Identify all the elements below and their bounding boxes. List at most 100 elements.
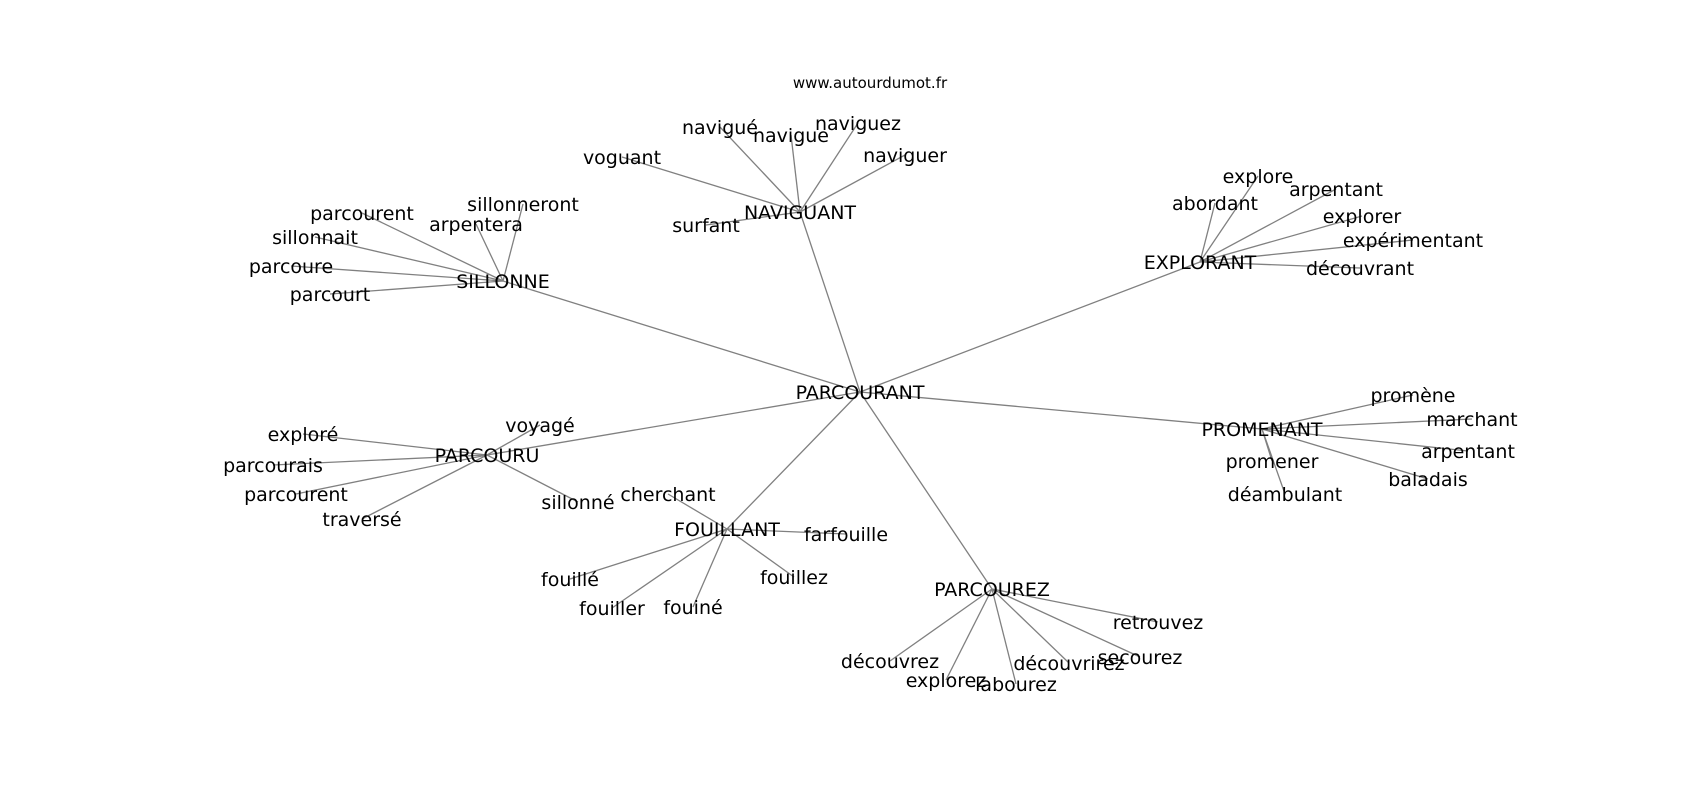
leaf-node: voguant <box>583 147 661 169</box>
leaf-node: parcourent <box>244 484 348 506</box>
center-node: PARCOURANT <box>796 382 925 404</box>
leaf-node: abordant <box>1172 193 1258 215</box>
leaf-node: retrouvez <box>1113 612 1204 634</box>
leaf-node: promène <box>1370 385 1455 407</box>
leaf-node: explorez <box>906 670 987 692</box>
graph-edges <box>272 122 1473 685</box>
edge-hub-leaf <box>692 528 728 608</box>
leaf-node: farfouille <box>804 524 888 546</box>
leaf-node: fouillé <box>541 569 599 591</box>
leaf-node: navigué <box>682 117 758 139</box>
hub-node: EXPLORANT <box>1144 252 1257 274</box>
graph-labels: www.autourdumot.fr PARCOURANT SILLONNE par… <box>223 74 1518 696</box>
leaf-node: fouiller <box>579 598 645 620</box>
edge-hub-leaf <box>361 212 504 282</box>
edge-hub-leaf <box>705 211 801 226</box>
edge-hub-leaf <box>1261 394 1414 430</box>
leaf-node: promener <box>1226 451 1319 473</box>
leaf-node: voyagé <box>505 415 575 437</box>
leaf-node: sillonné <box>541 492 614 514</box>
edge-hub-leaf <box>1199 188 1337 263</box>
leaf-node: arpentant <box>1421 441 1515 463</box>
edge-hub-leaf <box>1199 202 1216 263</box>
edge-hub-leaf <box>290 265 504 282</box>
hub-node: PARCOUREZ <box>934 579 1050 601</box>
edge-hub-leaf <box>569 528 728 580</box>
edge-hub-leaf <box>295 454 488 495</box>
leaf-node: découvrez <box>841 651 939 673</box>
edge-center-hub <box>502 280 861 393</box>
edge-hub-leaf <box>991 588 1141 658</box>
edge-hub-leaf <box>991 588 1070 664</box>
edge-hub-leaf <box>621 156 801 213</box>
leaf-node: marchant <box>1426 409 1517 431</box>
edge-hub-leaf <box>667 493 728 530</box>
edge-center-hub <box>859 261 1201 393</box>
edge-hub-leaf <box>726 528 795 578</box>
hub-node: SILLONNE <box>456 271 550 293</box>
leaf-node: parcourt <box>290 284 370 306</box>
leaf-node: expérimentant <box>1343 230 1483 252</box>
leaf-node: fouiné <box>663 597 722 619</box>
edge-hub-leaf <box>329 280 504 295</box>
leaf-node: sillonneront <box>467 194 579 216</box>
leaf-node: découvrant <box>1306 258 1414 280</box>
edge-hub-leaf <box>502 203 524 282</box>
leaf-node: cherchant <box>620 484 715 506</box>
hub-node: NAVIGUANT <box>744 202 856 224</box>
edge-hub-leaf <box>991 588 1017 685</box>
hub-node: FOUILLANT <box>674 519 780 541</box>
leaf-node: déambulant <box>1228 484 1342 506</box>
leaf-node: navigue <box>753 125 829 147</box>
edge-center-hub <box>799 211 861 393</box>
edge-hub-leaf <box>1199 239 1414 263</box>
leaf-node: explorer <box>1323 206 1402 228</box>
leaf-node: découvrirez <box>1013 653 1124 675</box>
edge-hub-leaf <box>1199 261 1361 269</box>
leaf-node: naviguez <box>815 113 901 135</box>
edge-center-hub <box>486 391 861 456</box>
edge-hub-leaf <box>272 454 488 466</box>
leaf-node: exploré <box>268 424 339 446</box>
edge-hub-leaf <box>1199 175 1259 263</box>
hub-node: PROMENANT <box>1201 419 1322 441</box>
edge-hub-leaf <box>790 134 801 213</box>
edge-hub-leaf <box>1261 428 1429 480</box>
site-watermark: www.autourdumot.fr <box>793 74 948 92</box>
edge-hub-leaf <box>799 154 906 213</box>
leaf-node: arpentant <box>1289 179 1383 201</box>
edge-hub-leaf <box>486 454 579 503</box>
leaf-node: labourez <box>975 674 1057 696</box>
edge-hub-leaf <box>611 528 728 609</box>
edge-hub-leaf <box>719 126 801 213</box>
edge-hub-leaf <box>889 588 993 662</box>
edge-hub-leaf <box>1261 428 1286 495</box>
leaf-node: surfant <box>672 215 740 237</box>
edge-hub-leaf <box>799 122 859 213</box>
edge-center-hub <box>726 391 861 530</box>
leaf-node: parcourent <box>310 203 414 225</box>
leaf-node: arpentera <box>429 214 523 236</box>
hub-node: PARCOURU <box>435 445 540 467</box>
edge-hub-leaf <box>361 454 488 520</box>
leaf-node: parcourais <box>223 455 323 477</box>
edge-hub-leaf <box>945 588 993 681</box>
edge-hub-leaf <box>726 528 847 535</box>
leaf-node: sillonnait <box>272 227 358 249</box>
edge-hub-leaf <box>302 433 488 456</box>
edge-hub-leaf <box>1199 215 1363 263</box>
edge-hub-leaf <box>314 236 504 282</box>
edge-center-hub <box>859 391 1263 430</box>
leaf-node: naviguer <box>863 145 947 167</box>
leaf-node: baladais <box>1388 469 1468 491</box>
edge-center-hub <box>859 391 993 590</box>
edge-hub-leaf <box>475 223 504 282</box>
edge-hub-leaf <box>486 424 541 456</box>
edge-hub-leaf <box>991 588 1159 623</box>
leaf-node: explore <box>1223 166 1294 188</box>
edge-hub-leaf <box>1261 418 1473 430</box>
leaf-node: fouillez <box>760 567 828 589</box>
leaf-node: parcoure <box>249 256 333 278</box>
leaf-node: traversé <box>322 509 401 531</box>
